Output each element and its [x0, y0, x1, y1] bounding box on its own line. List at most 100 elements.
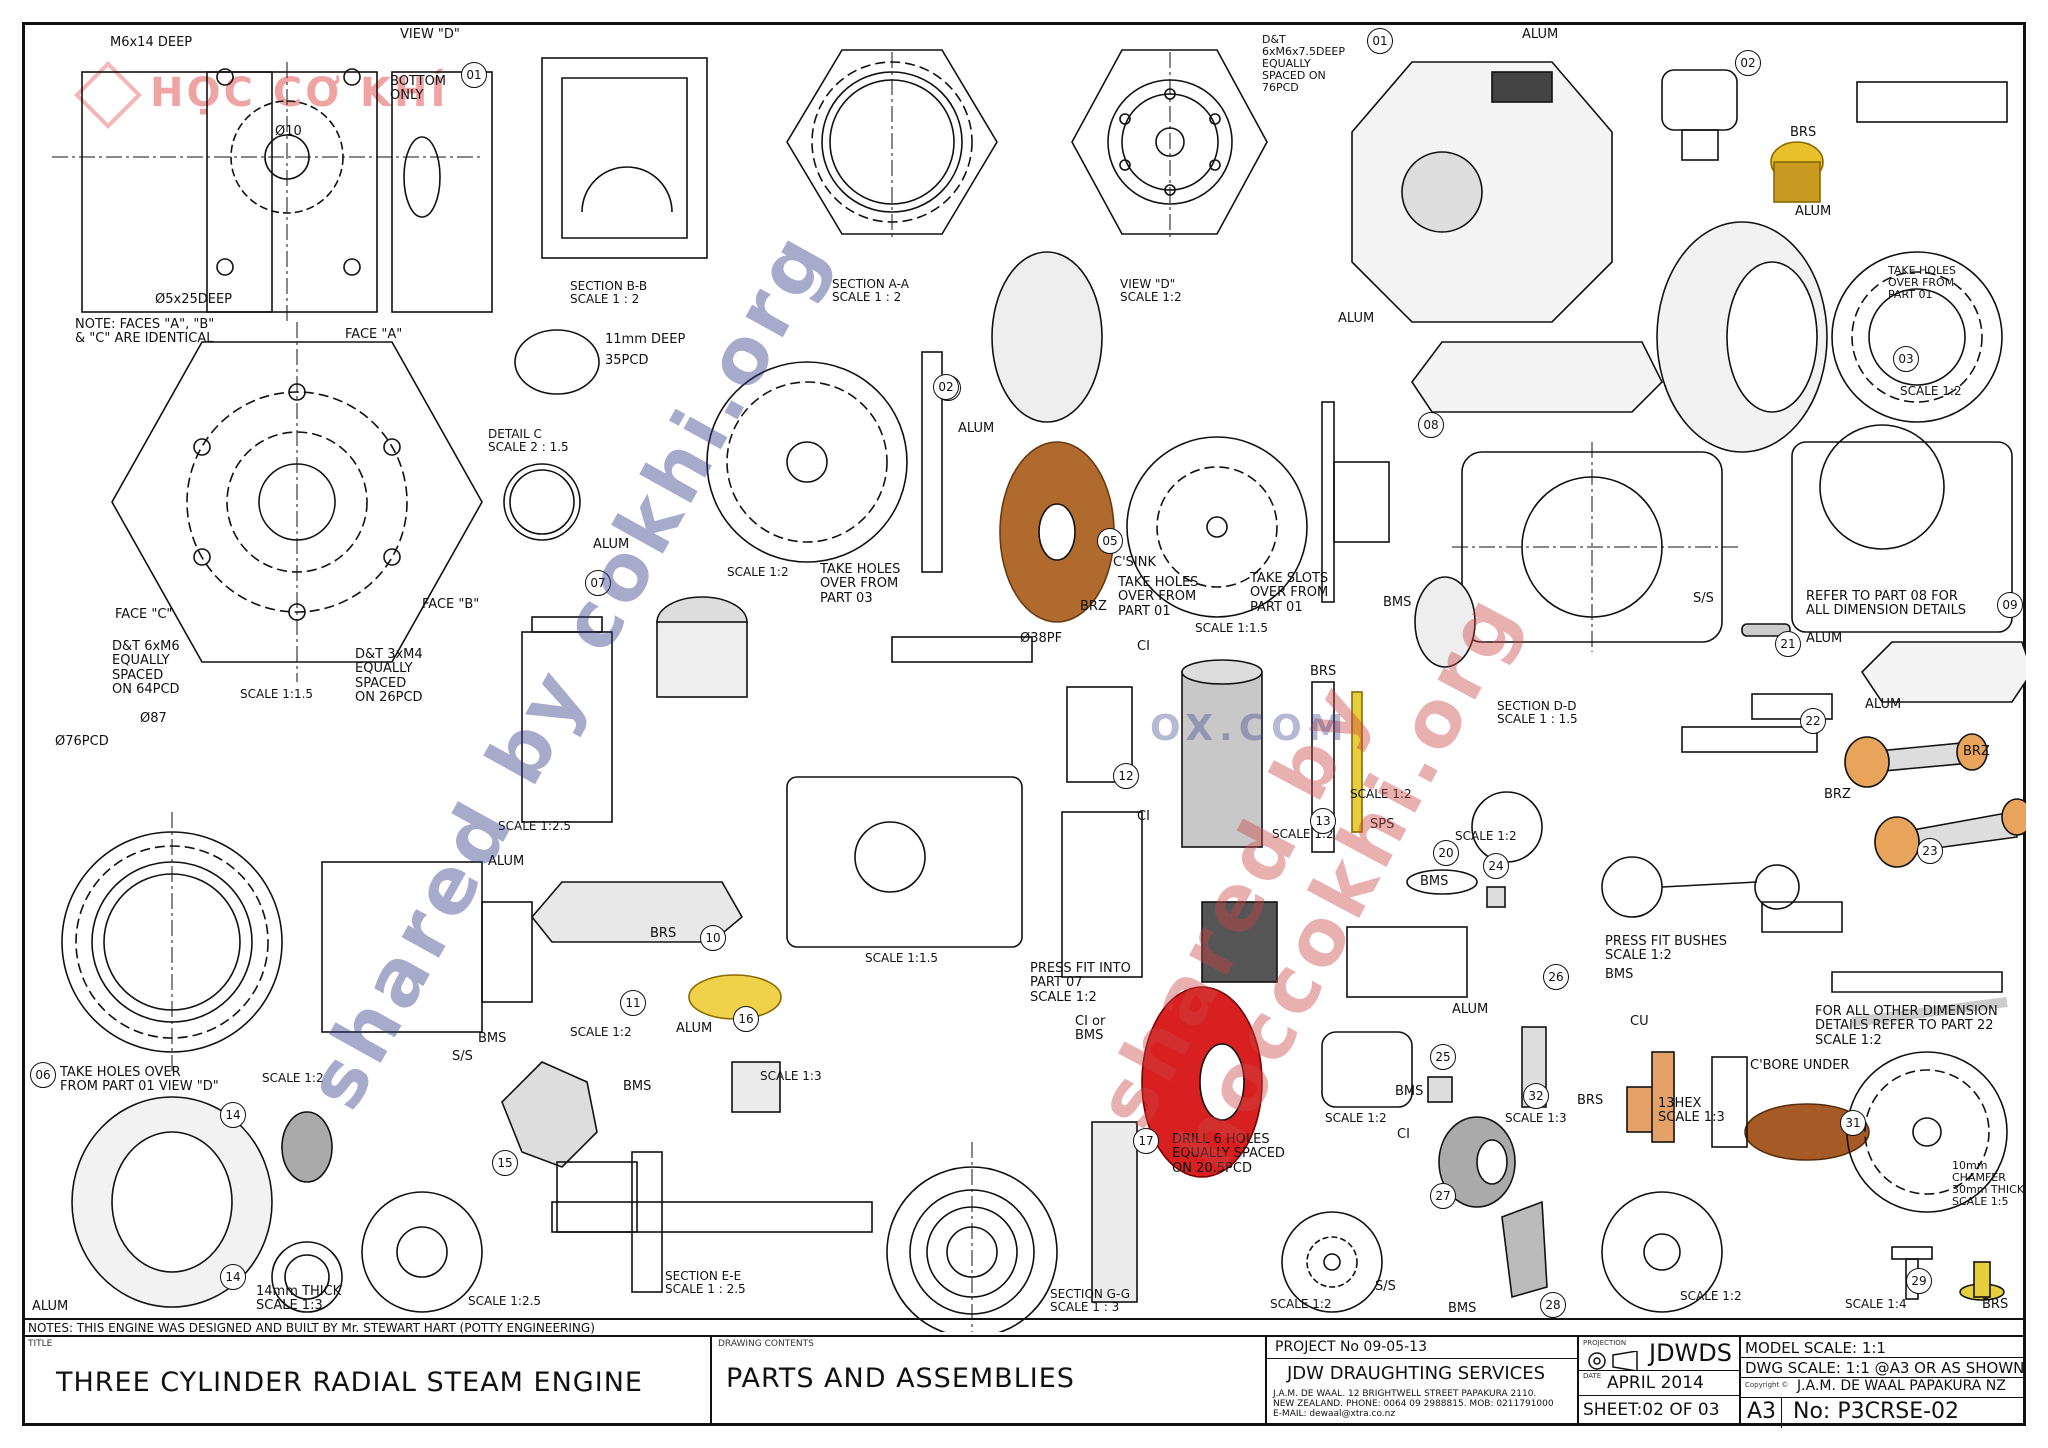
label-brs-02: BRS [1790, 125, 1817, 140]
drawing-date: APRIL 2014 [1607, 1373, 1704, 1393]
label-alum-16: ALUM [676, 1021, 713, 1036]
divider [1741, 1397, 2026, 1398]
label-take-holes-view-d: TAKE HOLES OVER FROM PART 01 VIEW "D" [60, 1065, 219, 1095]
label-ci-27: CI [1397, 1127, 1410, 1142]
label-brz-22: BRZ [1963, 744, 1990, 759]
balloon-part-01: 01 [461, 62, 487, 88]
balloon-part-23: 23 [1917, 838, 1943, 864]
project-cell: PROJECT No 09-05-13 JDW DRAUGHTING SERVI… [1267, 1335, 1579, 1426]
balloon-part-28: 28 [1540, 1292, 1566, 1318]
drawing-number: No: P3CRSE-02 [1793, 1399, 1960, 1424]
projection-cell: PROJECTION JDWDS DATE APRIL 2014 SHEET:0… [1579, 1335, 1741, 1426]
label-for-all-other: FOR ALL OTHER DIMENSION DETAILS REFER TO… [1815, 1004, 1998, 1048]
label-scale-12-06: SCALE 1:2 [262, 1071, 324, 1085]
balloon-part-29: 29 [1906, 1268, 1932, 1294]
balloon-part-12: 12 [1113, 763, 1139, 789]
label-face-b: FACE "B" [422, 597, 480, 612]
label-section-aa: SECTION A-A SCALE 1 : 2 [832, 277, 909, 305]
label-take-holes-01-a: TAKE HOLES OVER FROM PART 01 [1888, 264, 1957, 302]
balloon-part-03: 03 [1893, 346, 1919, 372]
label-bms-24: BMS [1420, 874, 1449, 889]
label-section-gg: SECTION G-G SCALE 1 : 3 [1050, 1287, 1131, 1315]
label-chamfer: 10mm CHAMFER 30mm THICK SCALE 1:5 [1952, 1159, 2025, 1209]
label-take-slots: TAKE SLOTS OVER FROM PART 01 [1250, 571, 1329, 615]
sheet-size: A3 [1747, 1399, 1777, 1424]
title-cell: TITLE THREE CYLINDER RADIAL STEAM ENGINE [22, 1335, 712, 1426]
label-alum-10: ALUM [488, 854, 525, 869]
label-scale-12-20: SCALE 1:2 [1455, 829, 1517, 843]
label-section-dd: SECTION D-D SCALE 1 : 1.5 [1497, 699, 1578, 727]
part09-iso [1411, 341, 1663, 413]
label-ss-28: S/S [1375, 1279, 1396, 1294]
label-press-fit-bushes: PRESS FIT BUSHES SCALE 1:2 [1605, 934, 1728, 964]
section-bb [541, 57, 708, 259]
balloon-part-21: 21 [1775, 631, 1801, 657]
part01-side-view [81, 71, 273, 313]
date-caption: DATE [1583, 1372, 1602, 1380]
sheet-number: SHEET:02 OF 03 [1583, 1400, 1720, 1420]
label-scale-125-07: SCALE 1:2.5 [498, 819, 572, 833]
hoccokhi-logo: HỌC CƠ KHÍ [74, 61, 448, 129]
section-aa-hex [786, 49, 998, 235]
label-13hex: 13HEX SCALE 1:3 [1658, 1096, 1725, 1126]
label-alum-22: ALUM [1806, 631, 1843, 646]
balloon-part-20: 20 [1433, 840, 1459, 866]
drawing-title: THREE CYLINDER RADIAL STEAM ENGINE [56, 1367, 643, 1398]
label-scale-12-28: SCALE 1:2 [1680, 1289, 1742, 1303]
label-cbore-under: C'BORE UNDER [1750, 1058, 1850, 1073]
balloon-part-02: 02 [1735, 50, 1761, 76]
label-scale-1-1.5: SCALE 1:1.5 [240, 687, 314, 701]
title-caption: TITLE [28, 1339, 53, 1349]
part12-ci-sleeve [1181, 671, 1263, 848]
drawing-contents: PARTS AND ASSEMBLIES [726, 1363, 1075, 1394]
label-scale-12-17: SCALE 1:2 [1270, 1297, 1332, 1311]
company-name: JDW DRAUGHTING SERVICES [1287, 1363, 1546, 1384]
label-bms-ring: BMS [1383, 595, 1412, 610]
label-sps: SPS [1370, 817, 1395, 832]
balloon-part-14: 14 [220, 1102, 246, 1128]
label-section-bb: SECTION B-B SCALE 1 : 2 [570, 279, 648, 307]
label-face-a: FACE "A" [345, 327, 403, 342]
label-m6x14-deep: M6x14 DEEP [110, 35, 193, 50]
label-face-c: FACE "C" [115, 607, 173, 622]
label-alum-04: ALUM [958, 421, 995, 436]
third-angle-projection-icon [1588, 1351, 1638, 1371]
label-87: Ø87 [140, 711, 167, 726]
label-brs-11: BRS [650, 926, 677, 941]
label-dt-6xm6-76pcd: D&T 6xM6x7.5DEEP EQUALLY SPACED ON 76PCD [1262, 33, 1346, 95]
balloon-part-07: 07 [585, 570, 611, 596]
label-brs-32: BRS [1577, 1093, 1604, 1108]
label-alum-01: ALUM [1522, 27, 1559, 42]
label-brz-23: BRZ [1824, 787, 1851, 802]
label-bms-26: BMS [1605, 967, 1634, 982]
divider [1579, 1370, 1741, 1371]
balloon-part-14b: 14 [220, 1264, 246, 1290]
label-dia-10: Ø10 [275, 124, 302, 139]
part10-plate [786, 776, 1023, 948]
divider [1741, 1377, 2026, 1378]
label-ss-21: S/S [1693, 591, 1714, 606]
label-view-d: VIEW "D" [400, 27, 460, 42]
face-a-hex [111, 341, 483, 663]
balloon-part-08: 08 [1418, 412, 1444, 438]
part15-crank [501, 1061, 598, 1168]
balloon-part-25: 25 [1430, 1044, 1456, 1070]
balloon-part-01-iso: 01 [1367, 28, 1393, 54]
projection-caption: PROJECTION [1583, 1339, 1627, 1347]
label-bms-25: BMS [1395, 1084, 1424, 1099]
balloon-part-05: 05 [1097, 528, 1123, 554]
part07-cylinder [521, 631, 613, 823]
project-number: PROJECT No 09-05-13 [1275, 1339, 1427, 1355]
balloon-part-31: 31 [1840, 1110, 1866, 1136]
drawing-border [22, 22, 2026, 1426]
label-dt-3xm4: D&T 3xM4 EQUALLY SPACED ON 26PCD [355, 647, 423, 705]
part31-brz-disc [1744, 1103, 1870, 1161]
label-scale-12-04: SCALE 1:2 [727, 565, 789, 579]
balloon-part-15: 15 [492, 1150, 518, 1176]
label-14mm-thick: 14mm THICK SCALE 1:3 [256, 1284, 342, 1314]
label-35pcd: 35PCD [605, 353, 649, 368]
label-bms-15b: BMS [623, 1079, 652, 1094]
label-cu: CU [1630, 1014, 1649, 1029]
label-take-holes-03: TAKE HOLES OVER FROM PART 03 [820, 562, 901, 606]
